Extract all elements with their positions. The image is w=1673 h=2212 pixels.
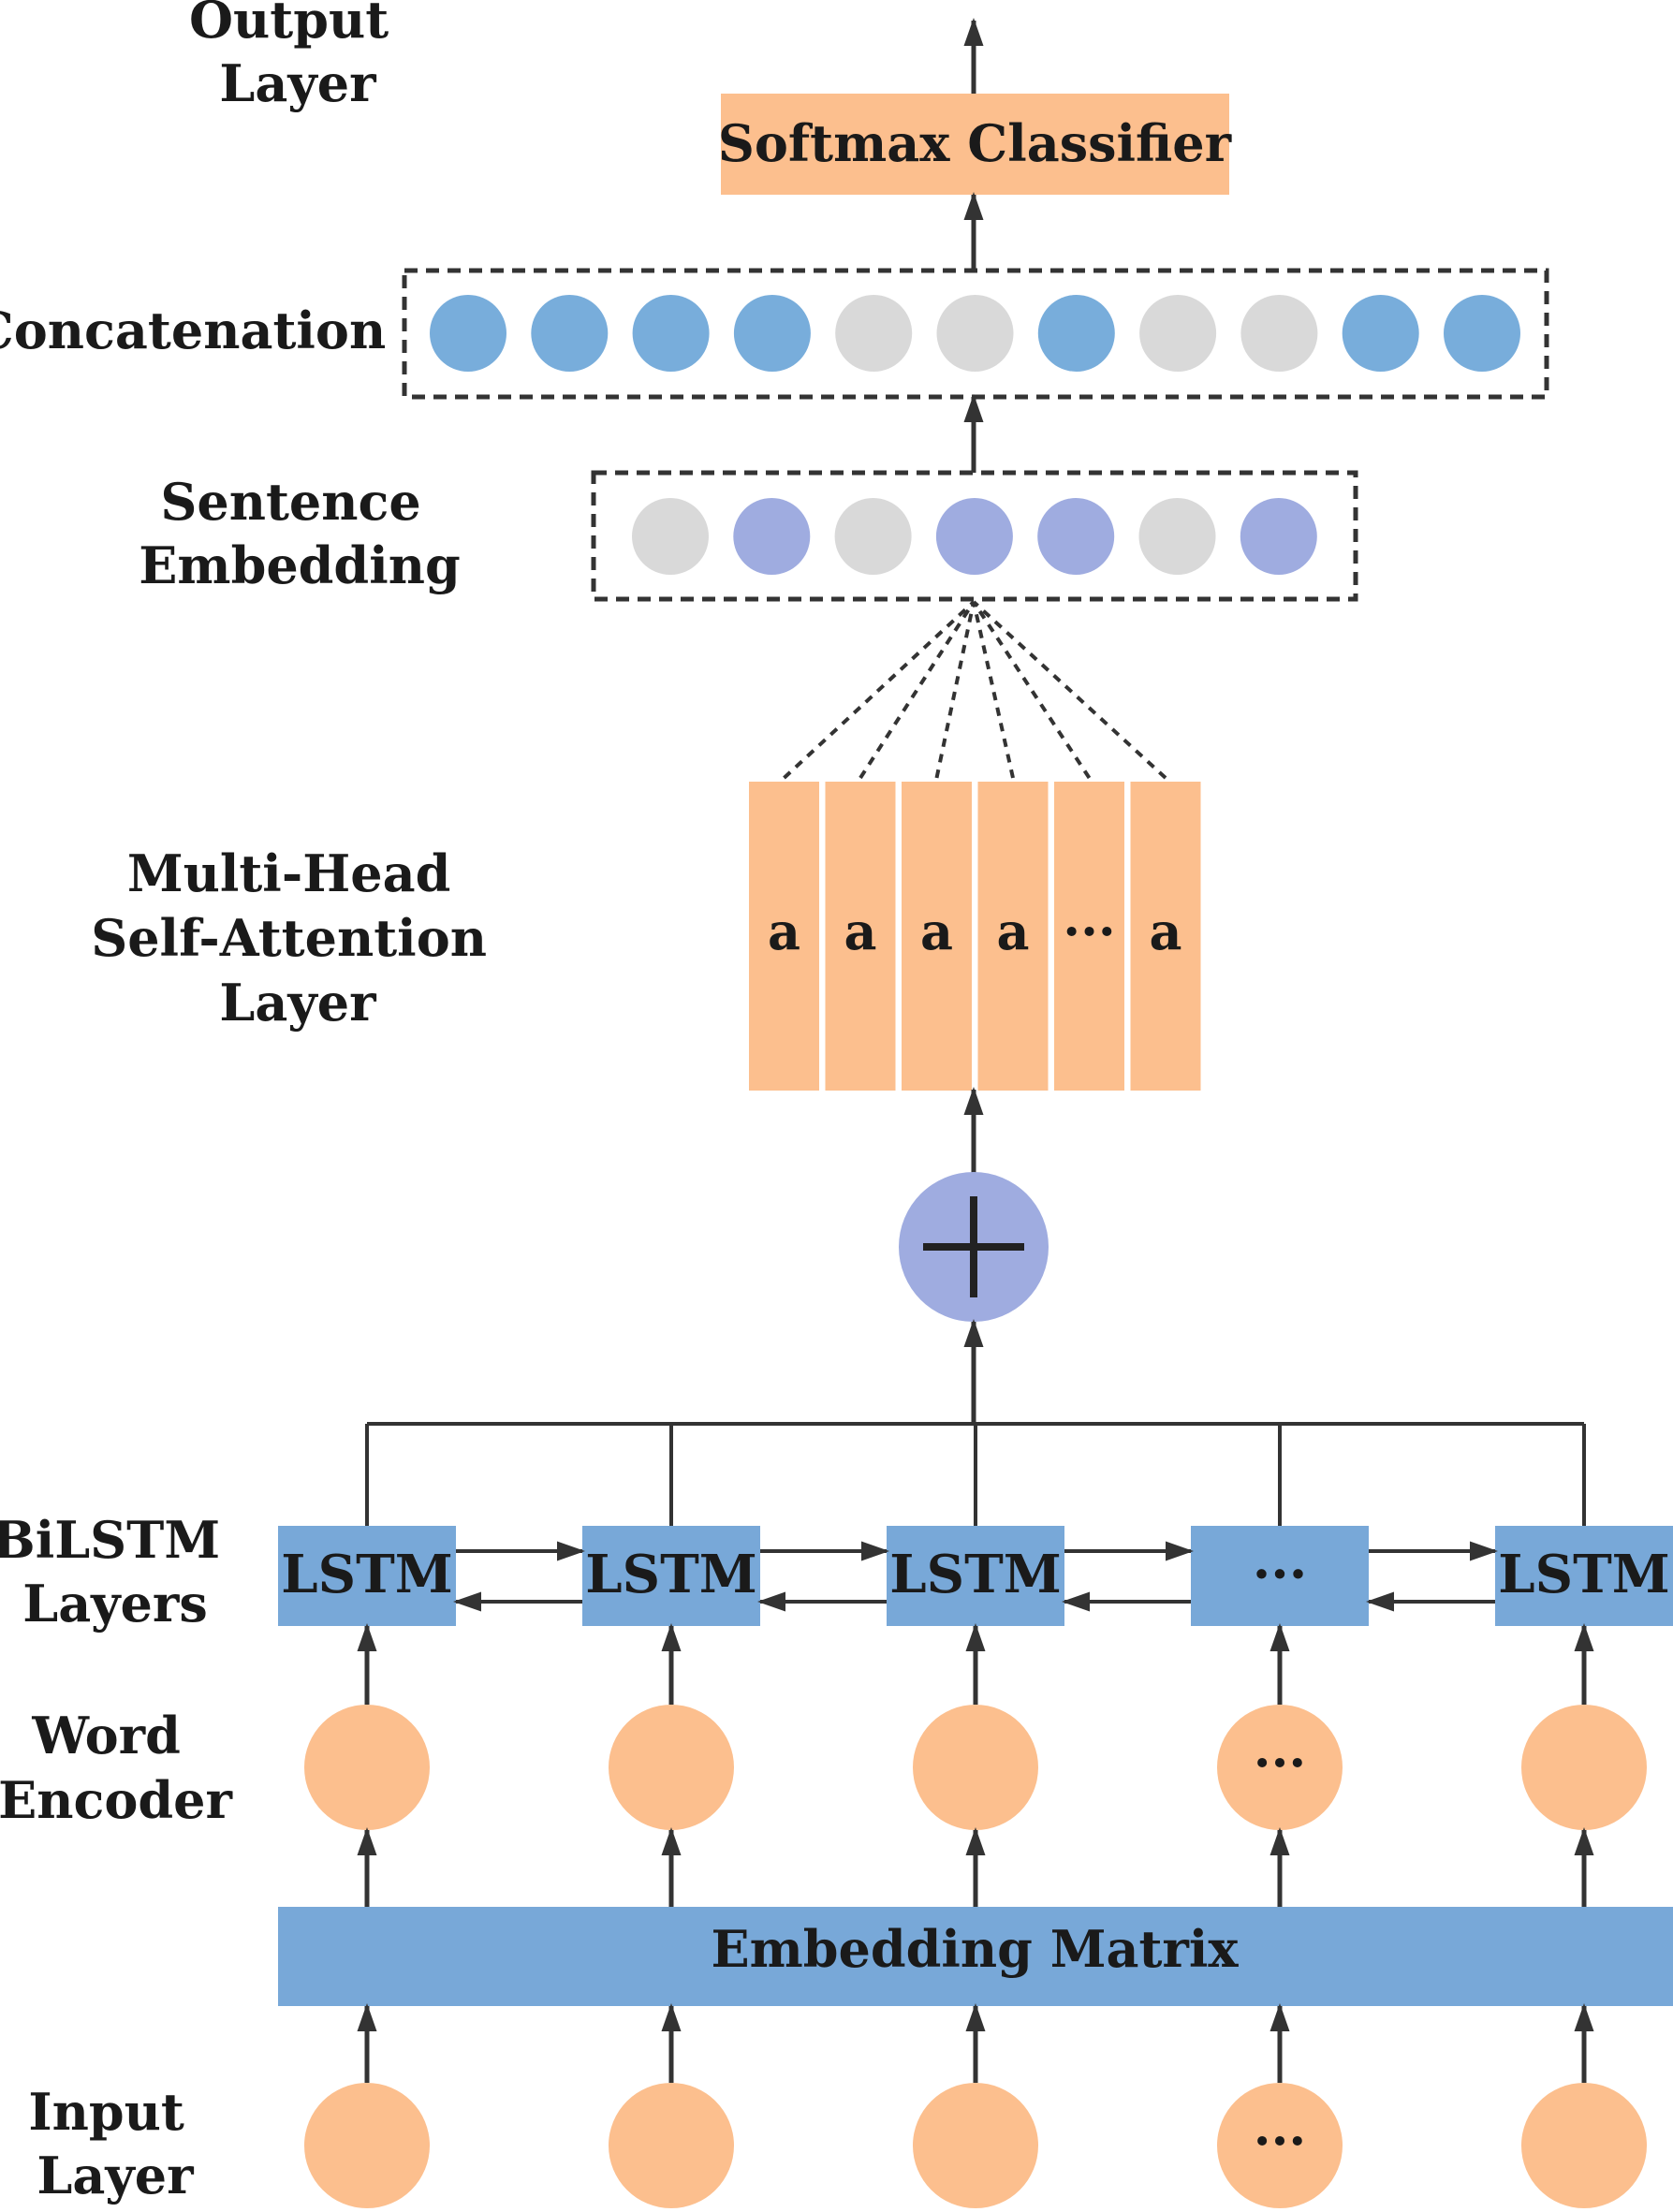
attention-dotted-lines [783, 600, 1167, 780]
output-layer-label-line2: Layer [219, 53, 376, 113]
attention-head-label: ··· [1063, 901, 1115, 961]
attention-layer-label-line1: Multi-Head [127, 843, 451, 903]
concat-node [632, 295, 710, 372]
sentence-node [1240, 498, 1317, 575]
lstm-cell-label: LSTM [889, 1544, 1061, 1605]
input-layer-label-line2: Layer [37, 2146, 194, 2205]
word-encoder-node [609, 1705, 734, 1830]
sentence-node [1138, 498, 1216, 575]
attention-layer-label: Multi-Head Self-Attention Layer [91, 843, 505, 1033]
lstm-cell [582, 1526, 760, 1626]
add-node [899, 1172, 1049, 1322]
attention-head-column [1130, 782, 1201, 1091]
attention-layer-label-line2: Self-Attention [91, 908, 487, 968]
word-encoder-node-label: ··· [1254, 1733, 1306, 1793]
concat-node [1444, 295, 1520, 372]
bilstm-recurrent-arrows [453, 1541, 1498, 1612]
attention-dotted-line [934, 601, 976, 779]
attention-dotted-line [972, 600, 1167, 780]
input-node-label: ··· [1254, 2111, 1306, 2171]
embedding-matrix-box [278, 1907, 1673, 2006]
attention-head-column [749, 782, 819, 1091]
sentence-node [834, 498, 912, 575]
output-layer-label-line1: Output [189, 0, 389, 50]
concatenation-nodes [430, 295, 1520, 372]
word-encoder-node [913, 1705, 1038, 1830]
attention-dotted-line [783, 600, 976, 780]
softmax-classifier: Softmax Classifier [718, 94, 1232, 195]
attention-head-column [977, 782, 1049, 1091]
softmax-label: Softmax Classifier [718, 113, 1232, 173]
concat-node [1342, 295, 1419, 372]
concat-node [430, 295, 506, 372]
concat-node [733, 295, 811, 372]
attention-layer-label-line3: Layer [219, 973, 376, 1033]
attention-head-column [902, 782, 972, 1091]
word-encoder-label-line2: Encoder [0, 1770, 232, 1830]
attention-dotted-line [972, 601, 1015, 779]
sentence-node [935, 498, 1013, 575]
lstm-cell-label: LSTM [281, 1544, 452, 1605]
attention-head-column [1054, 782, 1124, 1091]
input-layer-label: Input Layer [28, 2082, 201, 2205]
concatenation-label: Concatenation [0, 300, 386, 360]
attention-head-label: a [920, 901, 953, 961]
word-encoder-nodes: ··· [304, 1623, 1647, 1907]
sentence-embedding-label-line2: Embedding [139, 535, 460, 595]
sentence-node [733, 498, 811, 575]
sentence-embedding-box [591, 470, 1358, 602]
input-node [609, 2083, 734, 2208]
concat-node [835, 295, 913, 372]
attention-head-column [825, 782, 896, 1091]
attention-head-label: a [997, 901, 1030, 961]
concat-node [1139, 295, 1217, 372]
attention-dotted-line [859, 600, 976, 780]
attention-dotted-line [972, 600, 1092, 780]
lstm-cell [887, 1526, 1064, 1626]
bilstm-layers-label-line2: Layers [22, 1574, 208, 1633]
concat-node [936, 295, 1014, 372]
input-node [913, 2083, 1038, 2208]
word-encoder-label-line1: Word [31, 1706, 180, 1765]
concat-node [531, 295, 609, 372]
concat-node [1037, 295, 1115, 372]
word-encoder-node [1217, 1705, 1343, 1830]
bilstm-output-bus [365, 1422, 1586, 1526]
output-layer-label: Output Layer [189, 0, 406, 113]
lstm-cell-label: LSTM [1498, 1544, 1669, 1605]
sentence-embedding-label-line1: Sentence [160, 472, 420, 532]
lstm-cell [1495, 1526, 1673, 1626]
input-node [1521, 2083, 1647, 2208]
input-layer-nodes: ··· [304, 2003, 1647, 2208]
lstm-cell [1191, 1526, 1369, 1626]
sentence-embedding-nodes [632, 498, 1317, 575]
input-node [304, 2083, 430, 2208]
attention-head-label: a [768, 901, 800, 961]
sentence-embedding-label: Sentence Embedding [139, 472, 460, 595]
softmax-box [721, 94, 1229, 195]
input-layer-label-line1: Input [28, 2082, 184, 2142]
lstm-cell-label: LSTM [585, 1544, 756, 1605]
lstm-cell [278, 1526, 456, 1626]
bilstm-layers-label: BiLSTM Layers [0, 1510, 238, 1633]
bilstm-cells: LSTM LSTM LSTM ··· LSTM [278, 1526, 1673, 1626]
layer-labels: Output Layer Concatenation Sentence Embe… [0, 0, 505, 2205]
attention-head-label: a [1150, 901, 1182, 961]
word-encoder-label: Word Encoder [0, 1706, 232, 1830]
sentence-node [1037, 498, 1115, 575]
attention-head-label: a [844, 901, 877, 961]
word-encoder-node [304, 1705, 430, 1830]
embedding-matrix-label: Embedding Matrix [711, 1919, 1239, 1979]
lstm-cell-label: ··· [1253, 1544, 1308, 1605]
input-node [1217, 2083, 1343, 2208]
embedding-matrix: Embedding Matrix [278, 1907, 1673, 2006]
concat-node [1240, 295, 1318, 372]
bilstm-layers-label-line1: BiLSTM [0, 1510, 220, 1570]
sentence-node [632, 498, 709, 575]
word-encoder-node [1521, 1705, 1647, 1830]
